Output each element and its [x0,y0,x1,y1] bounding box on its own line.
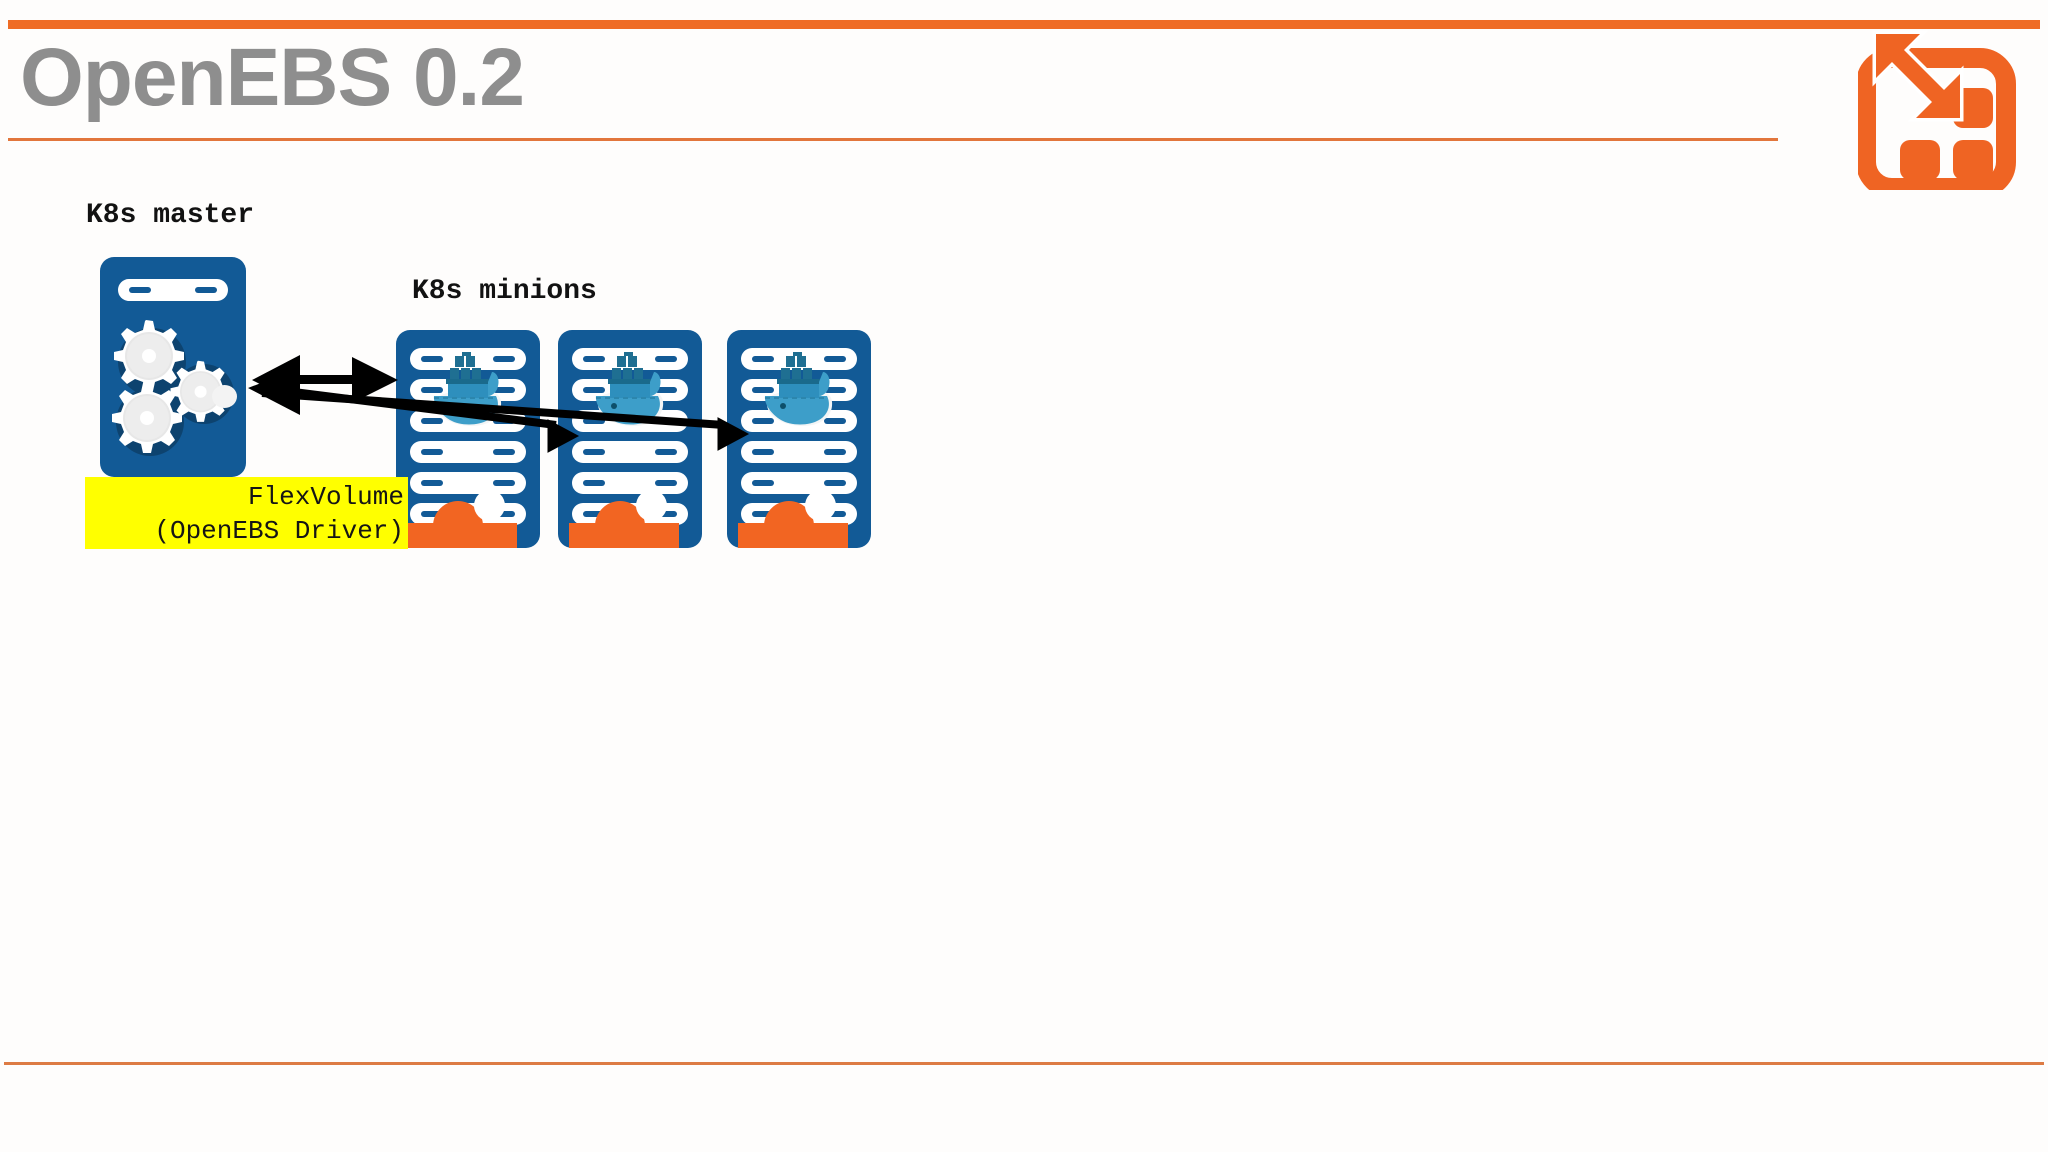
server-slot [741,441,857,463]
k8s-master-node[interactable] [100,257,246,477]
header-rule-top [8,20,2040,29]
docker-whale-icon [755,346,845,436]
server-slot [118,279,228,301]
docker-whale-icon [424,346,514,436]
flexvolume-line-2: (OpenEBS Driver) [154,516,404,546]
server-slot [741,472,857,494]
page-title: OpenEBS 0.2 [20,32,525,123]
openebs-logo-icon [1856,30,2028,198]
server-slot [572,441,688,463]
docker-whale-icon [586,346,676,436]
flexvolume-callout: FlexVolume (OpenEBS Driver) [85,477,408,549]
gear-accent-dot [212,385,237,408]
flexvolume-line-1: FlexVolume [247,482,404,512]
server-slot [572,472,688,494]
master-minion1-bidirectional-arrow [252,355,398,405]
k8s-master-label: K8s master [86,200,255,231]
gears-icon [108,312,238,462]
k8s-minion-node-1[interactable] [396,330,540,548]
storage-dot-icon [805,490,836,521]
storage-base-icon [407,523,517,548]
k8s-minion-node-2[interactable] [558,330,702,548]
footer-rule [4,1062,2044,1065]
master-return-arrowhead [248,368,300,415]
k8s-minions-label: K8s minions [412,276,597,307]
k8s-minion-node-3[interactable] [727,330,871,548]
header-rule-under-title [8,138,1778,141]
storage-dot-icon [636,490,667,521]
storage-dot-icon [474,490,505,521]
server-slot [410,441,526,463]
storage-base-icon [569,523,679,548]
server-slot [410,472,526,494]
storage-base-icon [738,523,848,548]
